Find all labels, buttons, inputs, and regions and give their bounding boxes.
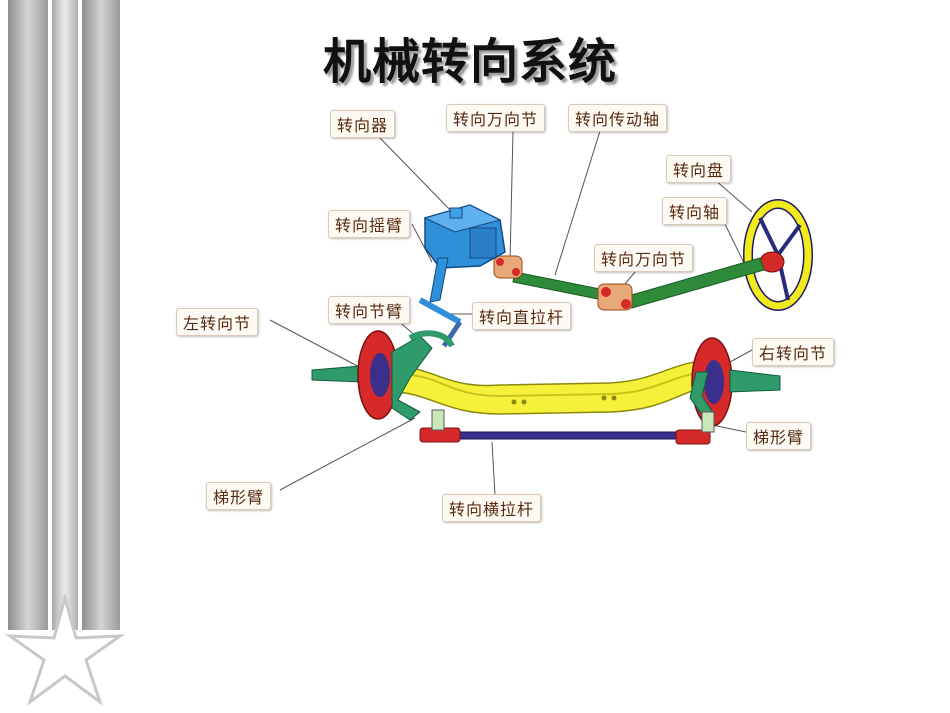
label-steering-ujoint-mid: 转向万向节 [594,244,694,272]
deco-bar-3 [82,0,120,630]
right-knuckle [689,337,781,427]
label-tie-rod: 转向横拉杆 [442,494,542,522]
deco-bar-2 [52,0,78,630]
label-trapezoid-arm-left: 梯形臂 [206,482,272,510]
label-steering-ujoint-top: 转向万向节 [446,104,546,132]
universal-joint-mid [597,283,633,311]
left-knuckle [311,330,455,421]
leader-lines [269,130,753,496]
label-steering-drive-shaft: 转向传动轴 [568,104,668,132]
steering-wheel [743,199,813,311]
label-trapezoid-arm-right: 梯形臂 [746,422,812,450]
label-steering-wheel: 转向盘 [666,155,732,183]
tie-rod [419,409,715,445]
label-steering-gear: 转向器 [330,110,396,138]
universal-joint-top [493,255,523,279]
label-drag-link: 转向直拉杆 [472,302,572,330]
pitman-arm [418,257,463,348]
deco-bar-1 [8,0,48,630]
label-right-knuckle: 右转向节 [752,338,835,366]
steering-gear-box [423,204,506,269]
front-axle [379,359,724,415]
star-icon [4,592,126,707]
label-steering-shaft: 转向轴 [662,197,728,225]
label-left-knuckle: 左转向节 [176,308,259,336]
label-pitman-arm: 转向摇臂 [328,210,411,238]
label-knuckle-arm: 转向节臂 [328,296,411,324]
page-title: 机械转向系统 [322,34,617,90]
